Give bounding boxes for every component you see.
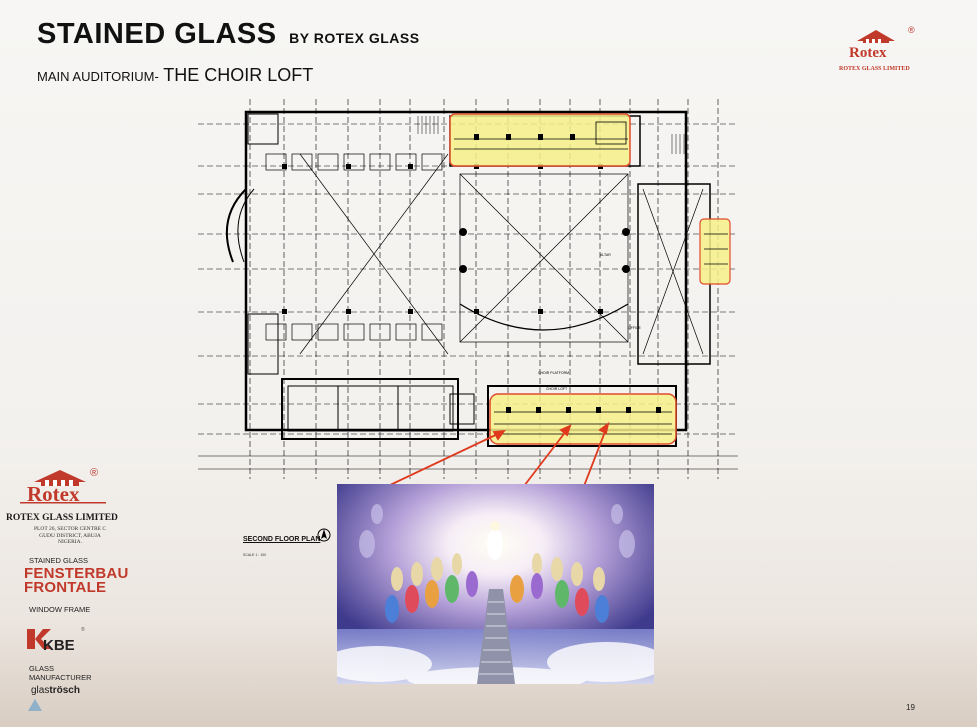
choir-painting-image [337,484,654,684]
rotex-logo-top: ® Rotex ROTEX GLASS LIMITED [835,25,925,75]
glass-label: GLASS [29,664,55,673]
registered-mark: ® [90,467,99,479]
caption-title: SECOND FLOOR PLAN [243,536,321,543]
svg-text:®: ® [81,626,85,633]
kbe-logo-icon: ® [27,626,85,649]
brand-name: Rotex [849,45,887,61]
title-suffix: BY ROTEX GLASS [289,30,420,46]
north-arrow-icon [317,528,331,542]
floor-plan-caption: SECOND FLOOR PLAN SCALE 1 : 100 [243,528,320,564]
company-name: ROTEX GLASS LIMITED [839,66,910,72]
company-name: ROTEX GLASS LIMITED [6,513,118,523]
fensterbau-logo-line2: FRONTALE [24,579,107,596]
brand-name: Rotex [27,482,80,506]
caption-scale: SCALE 1 : 100 [243,553,267,557]
floor-plan-drawing: CHOIR LOFT CHOIR PLATFORM OFFICE ALTAR [198,99,738,486]
glastrosch-logo: glaströsch [31,685,80,696]
kbe-logo-text: KBE [43,637,75,654]
plan-label-altar: ALTAR [600,253,611,257]
house-roof-icon [20,470,106,504]
window-frame-label: WINDOW FRAME [29,605,91,614]
plan-label-office: OFFICE [628,326,641,330]
page-number: 19 [906,703,915,712]
glastrosch-mark-icon [28,699,42,711]
slide-title: STAINED GLASS BY ROTEX GLASS [37,18,420,51]
glastrosch-logo-b: trösch [49,685,80,696]
manufacturer-label: MANUFACTURER [29,673,92,682]
plan-label-choir-platform: CHOIR PLATFORM [538,371,569,375]
house-roof-icon [857,30,895,43]
subtitle-main: THE CHOIR LOFT [163,65,314,85]
company-address: PLOT 26, SECTOR CENTRE C GUDU DISTRICT, … [33,526,107,545]
glastrosch-logo-a: glas [31,685,50,696]
subtitle-prefix: MAIN AUDITORIUM- [37,69,159,84]
stained-glass-label: STAINED GLASS [29,556,89,565]
plan-label-choir-loft: CHOIR LOFT [546,387,568,391]
slide-subtitle: MAIN AUDITORIUM- THE CHOIR LOFT [37,65,313,86]
registered-mark: ® [908,25,915,35]
title-main: STAINED GLASS [37,18,277,50]
fensterbau-logo-line1: FENSTERBAU [24,565,129,582]
callout-arrows [387,421,610,486]
